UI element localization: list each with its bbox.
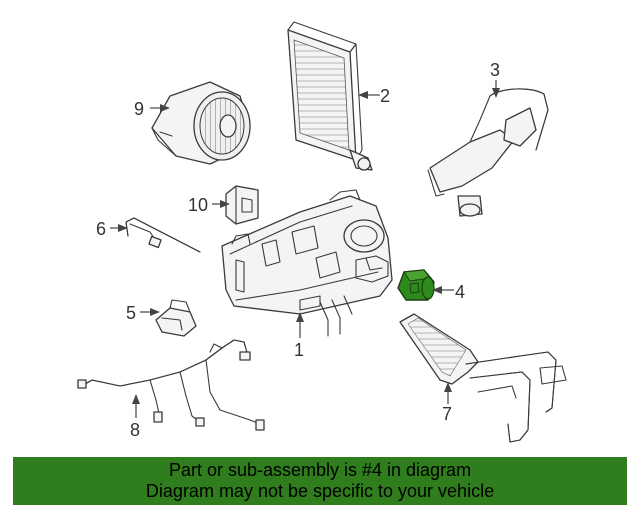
callout-2-label: 2 <box>380 86 390 106</box>
callout-5-label: 5 <box>126 303 136 323</box>
part-2-heater-core[interactable] <box>287 21 373 171</box>
banner-line-1: Part or sub-assembly is #4 in diagram <box>168 460 472 480</box>
callout-4: 4 <box>432 282 465 302</box>
callout-6-label: 6 <box>96 219 106 239</box>
callout-8-label: 8 <box>130 420 140 440</box>
callout-2: 2 <box>358 86 390 106</box>
callout-1: 1 <box>294 312 304 360</box>
part-7-heater-pipes[interactable] <box>399 313 567 443</box>
part-1-hvac-housing[interactable] <box>221 189 393 337</box>
callout-10: 10 <box>188 195 230 215</box>
parts-diagram: 1 2 3 4 5 6 7 8 9 10 <box>77 21 567 443</box>
callout-7: 7 <box>442 382 452 424</box>
part-10-relay[interactable] <box>225 185 259 225</box>
banner-line-2: Diagram may not be specific to your vehi… <box>145 481 495 501</box>
callout-9-label: 9 <box>134 99 144 119</box>
callout-3-label: 3 <box>490 60 500 80</box>
callout-5: 5 <box>126 303 160 323</box>
callout-1-label: 1 <box>294 340 304 360</box>
callout-3: 3 <box>490 60 500 98</box>
part-8-wiring-harness[interactable] <box>77 339 265 431</box>
part-9-blower-motor[interactable] <box>151 81 251 165</box>
callout-4-label: 4 <box>455 282 465 302</box>
part-6-sensor[interactable] <box>125 217 201 253</box>
callout-7-label: 7 <box>442 404 452 424</box>
part-3-expansion-valve[interactable] <box>427 88 549 217</box>
callout-9: 9 <box>134 99 170 119</box>
part-4-actuator[interactable] <box>397 269 435 301</box>
part-info-banner: Part or sub-assembly is #4 in diagram Di… <box>13 457 627 505</box>
callout-8: 8 <box>130 394 140 440</box>
callout-10-label: 10 <box>188 195 208 215</box>
part-5-sensor-module[interactable] <box>155 299 197 337</box>
callout-6: 6 <box>96 219 128 239</box>
